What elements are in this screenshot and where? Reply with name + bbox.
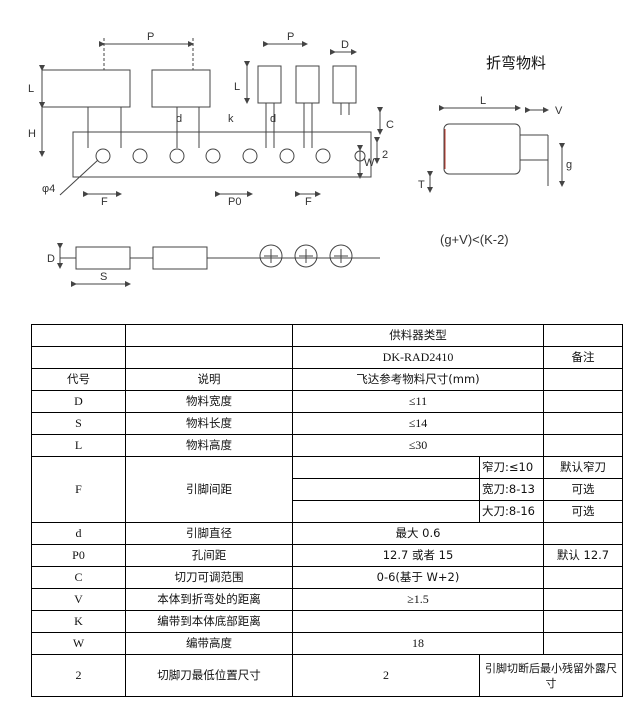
table-row: P0 孔间距 12.7 或者 15 默认 12.7 [31,544,623,567]
label-D: D [341,39,349,51]
label-W: W [364,157,375,169]
table-row: 2 切脚刀最低位置尺寸 2 引脚切断后最小残留外露尺寸 [31,654,623,697]
table-row: L 物料高度 ≤30 [31,434,623,457]
label-F: F [101,196,108,208]
desc-header: 说明 [125,368,293,391]
label-S: S [100,271,107,283]
label-2: 2 [382,149,388,161]
label-T: T [418,179,425,191]
remark-header: 备注 [543,346,623,369]
model-header: DK-RAD2410 [292,346,544,369]
spec-table: 供料器类型 DK-RAD2410 备注 代号 说明 飞达参考物料尺寸(mm) D… [31,324,623,697]
label-k: k [228,113,234,125]
table-row: V 本体到折弯处的距离 ≥1.5 [31,588,623,611]
bent-component-body [443,123,521,175]
label-P0: P0 [228,196,241,208]
bend-material-title: 折弯物料 [486,54,546,72]
table-row: S 物料长度 ≤14 [31,412,623,435]
label-g: g [566,159,572,171]
table-row: 宽刀:8-13 可选 [32,478,623,501]
size-header: 飞达参考物料尺寸(mm) [292,368,544,391]
label-L: L [480,95,486,107]
sprocket-holes [95,148,366,164]
label-P: P [287,31,294,43]
code-header: 代号 [31,368,126,391]
component-body [41,69,131,108]
label-d: d [270,113,276,125]
table-row: W 编带高度 18 [31,632,623,655]
table-row: F 引脚间距 窄刀:≤10 默认窄刀 [31,456,623,523]
component-body [151,69,211,108]
table-row: d 引脚直径 最大 0.6 [31,522,623,545]
capacitor-body [332,65,357,104]
label-d: d [176,113,182,125]
table-row: K 编带到本体底部距离 [31,610,623,633]
feeder-type-header: 供料器类型 [292,324,544,347]
label-D: D [47,253,55,265]
table-row: 大刀:8-16 可选 [32,500,623,523]
capacitor-body [295,65,320,104]
label-L: L [234,81,240,93]
label-L: L [28,83,34,95]
side-body [152,246,208,270]
label-phi4: φ4 [42,183,55,195]
label-V: V [555,105,563,117]
bend-formula: (g+V)<(K-2) [440,232,509,247]
table-row: C 切刀可调范围 0-6(基于 W+2) [31,566,623,589]
label-C: C [386,119,394,131]
label-H: H [28,128,36,140]
carrier-tape [72,131,372,178]
label-F: F [305,196,312,208]
label-P: P [147,31,154,43]
table-row: D 物料宽度 ≤11 [31,390,623,413]
technical-drawing: P P D L H L d k d C W 2 φ4 F P0 F D S L … [28,31,572,287]
side-body [75,246,131,270]
capacitor-body [257,65,282,104]
